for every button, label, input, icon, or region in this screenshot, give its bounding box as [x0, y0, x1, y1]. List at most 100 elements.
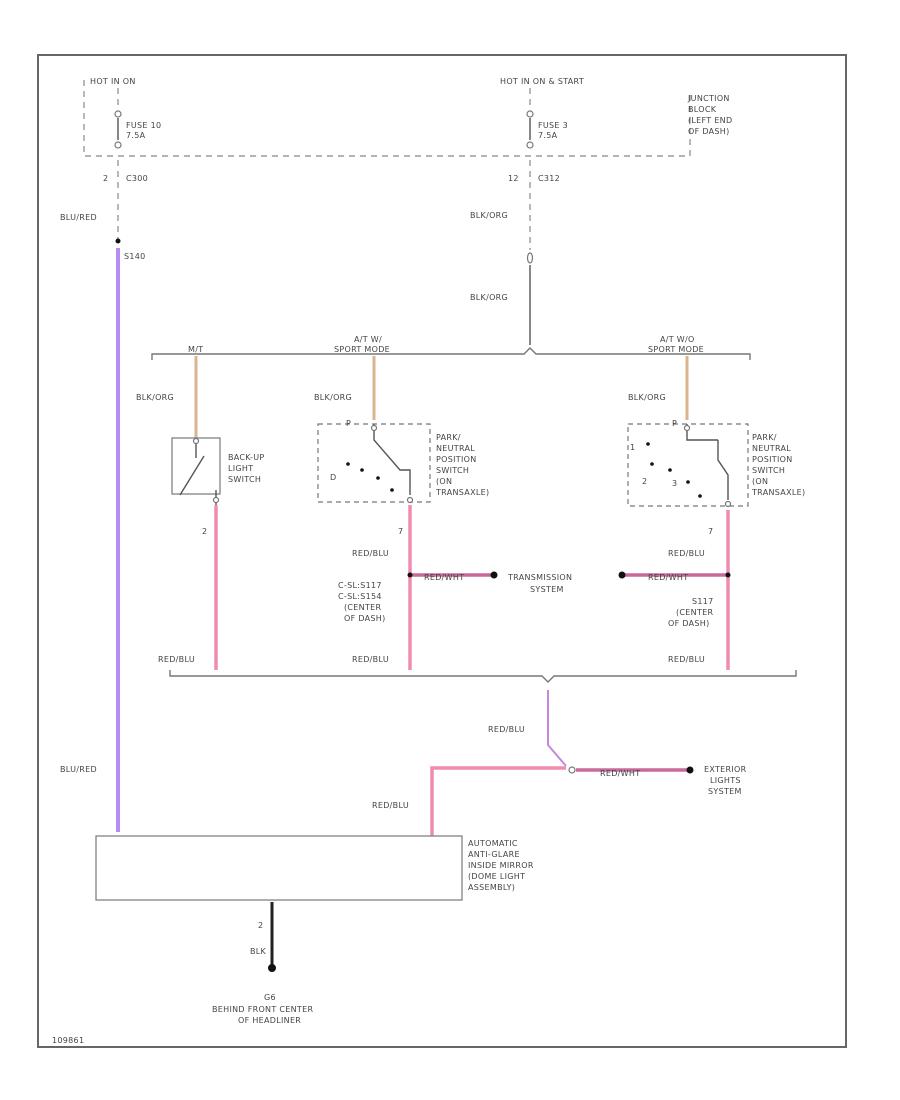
- bus-at-sub: SPORT MODE: [334, 345, 390, 354]
- mirror-line-2: ANTI-GLARE: [468, 850, 520, 859]
- pnp-left-pos-1: [390, 488, 394, 492]
- wire-label-blk-org-top: BLK/ORG: [470, 211, 508, 220]
- ground-id-label: G6: [264, 993, 276, 1002]
- splice-right-line-1: S117: [692, 597, 714, 606]
- pnp-right-pin-3-label: 3: [672, 479, 677, 488]
- wire-label-red-blu-left: RED/BLU: [352, 549, 389, 558]
- bus-at-right-top: A/T W/O: [660, 335, 695, 344]
- wire-label-blk-org-at: BLK/ORG: [314, 393, 352, 402]
- exterior-arrow: [686, 766, 694, 774]
- splice-right-line-3: OF DASH): [668, 619, 710, 628]
- wire-label-red-blu-mirror: RED/BLU: [372, 801, 409, 810]
- wire-label-blk-org-at-right: BLK/ORG: [628, 393, 666, 402]
- splice-right-dot: [725, 572, 731, 578]
- pnp-left-line-4: SWITCH: [436, 466, 469, 475]
- pnp-left-pin-d-label: D: [330, 473, 336, 482]
- pnp-left-pin-p-label: P: [346, 419, 351, 428]
- ground-g6-dot: [268, 964, 276, 972]
- c-right-id: C312: [538, 174, 560, 183]
- pnp-left-line-1: PARK/: [436, 433, 461, 442]
- wire-label-red-blu-bus-2: RED/BLU: [352, 655, 389, 664]
- pnp-right-line-4: SWITCH: [752, 466, 785, 475]
- wire-label-red-blu-right: RED/BLU: [668, 549, 705, 558]
- inline-connector: [526, 252, 534, 264]
- transmission-line-2: SYSTEM: [530, 585, 564, 594]
- pnp-right-pin-2-label: 2: [642, 477, 647, 486]
- pnp-right-pin-7-label: 7: [708, 527, 713, 536]
- mirror-line-1: AUTOMATIC: [468, 839, 518, 848]
- pnp-switch-right-body: [627, 423, 749, 507]
- wire-label-blu-red-top: BLU/RED: [60, 213, 97, 222]
- pnp-left-pin-p: [370, 424, 378, 432]
- junction-block-line-1: JUNCTION: [687, 94, 730, 103]
- splice-s140-dot: [115, 238, 121, 244]
- pnp-left-pin-7-label: 7: [398, 527, 403, 536]
- ground-pin-label: 2: [258, 921, 263, 930]
- pnp-right-pos-3: [698, 494, 702, 498]
- pnp-right-line-5: (ON: [752, 477, 768, 486]
- c-left-id: C300: [126, 174, 148, 183]
- wire-label-red-blu-bus-3: RED/BLU: [668, 655, 705, 664]
- c-right-pin: 12: [508, 174, 519, 183]
- splice-right-line-2: (CENTER: [676, 608, 713, 617]
- splice-left-line-1: C-SL:S117: [338, 581, 382, 590]
- pnp-right-line-6: TRANSAXLE): [751, 488, 805, 497]
- trans-arrow-left: [490, 571, 498, 579]
- wire-label-red-blu-junction: RED/BLU: [488, 725, 525, 734]
- junction-block-line-2: BLOCK: [688, 105, 717, 114]
- pnp-right-pin-p: [683, 424, 691, 432]
- exterior-line-1: EXTERIOR: [704, 765, 747, 774]
- transmission-line-1: TRANSMISSION: [507, 573, 572, 582]
- backup-switch-pin-top: [192, 437, 200, 445]
- junction-block-line-4: OF DASH): [688, 127, 730, 136]
- ground-location-line-1: BEHIND FRONT CENTER: [212, 1005, 313, 1014]
- option-bus-top: [151, 347, 751, 360]
- fuse-left-terminal-top: [114, 110, 122, 118]
- pnp-left-line-3: POSITION: [436, 455, 477, 464]
- mirror-assembly-box: [95, 835, 463, 901]
- pnp-left-pos-2: [376, 476, 380, 480]
- fuse-left-terminal-bottom: [114, 141, 122, 149]
- pnp-right-pos-2: [686, 480, 690, 484]
- fuse-left-name: FUSE 10: [126, 121, 161, 130]
- fuse-right-rating: 7.5A: [538, 131, 558, 140]
- junction-block-line-3: (LEFT END: [688, 116, 732, 125]
- lower-connector: [568, 766, 576, 774]
- bus-mt: M/T: [188, 345, 203, 354]
- splice-left-line-3: (CENTER: [344, 603, 381, 612]
- c-left-pin: 2: [103, 174, 108, 183]
- option-bus-bottom: [169, 670, 797, 683]
- wire-label-red-wht-ext: RED/WHT: [600, 769, 640, 778]
- wire-label-blk-org-mt: BLK/ORG: [136, 393, 174, 402]
- pnp-right-pos-n: [650, 462, 654, 466]
- backup-pin-label: 2: [202, 527, 207, 536]
- pnp-right-pin-p-label: P: [672, 419, 677, 428]
- trans-arrow-right: [618, 571, 626, 579]
- fuse-right-terminal-top: [526, 110, 534, 118]
- pnp-right-pos-r: [646, 442, 650, 446]
- pnp-left-pos-r: [346, 462, 350, 466]
- footer-code: 109861: [52, 1036, 84, 1045]
- splice-s140-label: S140: [124, 252, 146, 261]
- bus-at-top: A/T W/: [354, 335, 382, 344]
- pnp-left-pos-n: [360, 468, 364, 472]
- red-blu-junction-lead: [547, 690, 567, 767]
- wire-label-blk: BLK: [250, 947, 267, 956]
- mirror-line-5: ASSEMBLY): [468, 883, 515, 892]
- mirror-line-4: (DOME LIGHT: [468, 872, 525, 881]
- backup-switch-line-3: SWITCH: [228, 475, 261, 484]
- pnp-right-line-1: PARK/: [752, 433, 777, 442]
- wire-label-red-wht-right: RED/WHT: [648, 573, 688, 582]
- pnp-right-line-2: NEUTRAL: [752, 444, 791, 453]
- hot-right-label: HOT IN ON & START: [500, 77, 584, 86]
- fuse-right-terminal-bottom: [526, 141, 534, 149]
- backup-switch-line-2: LIGHT: [228, 464, 253, 473]
- mirror-line-3: INSIDE MIRROR: [468, 861, 534, 870]
- splice-left-line-4: OF DASH): [344, 614, 386, 623]
- wire-label-blk-org-mid: BLK/ORG: [470, 293, 508, 302]
- exterior-line-2: LIGHTS: [710, 776, 741, 785]
- diagram-frame: [37, 54, 847, 1048]
- pnp-left-line-5: (ON: [436, 477, 452, 486]
